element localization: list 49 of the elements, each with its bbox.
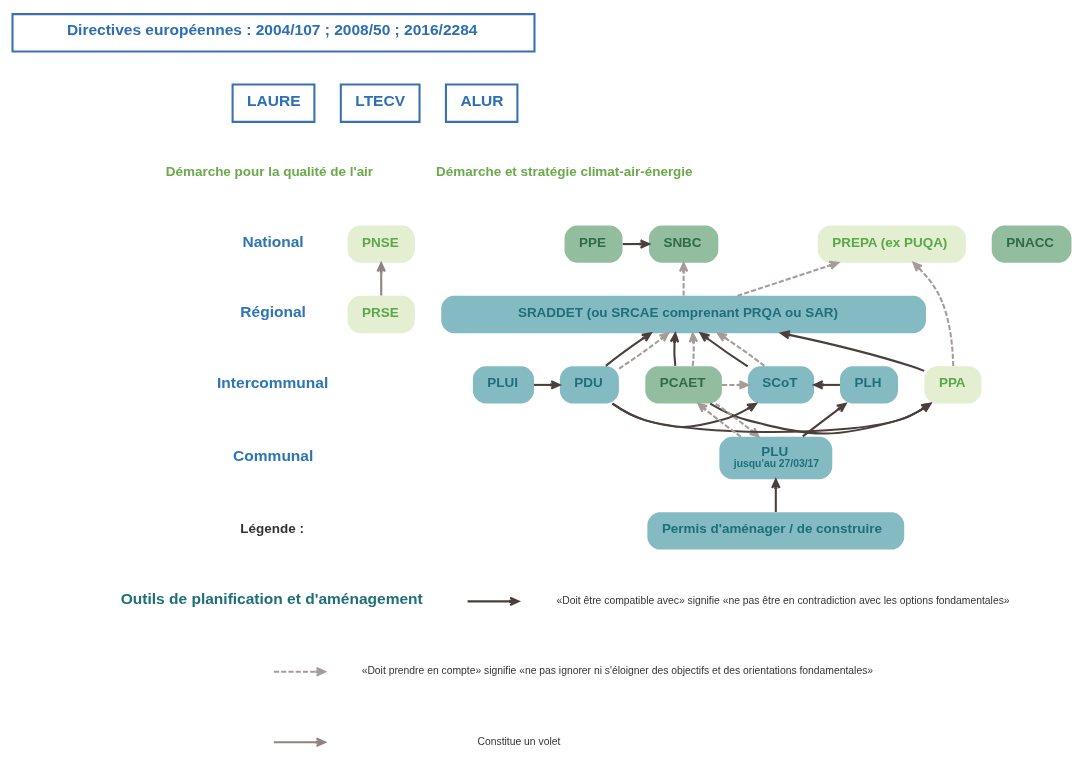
label: Intercommunal xyxy=(217,373,329,391)
node-box: SCoT xyxy=(747,366,815,404)
arrow xyxy=(611,402,932,434)
legend-label: «Doit être compatible avec» signifie «ne pas être en contradiction avec les options fondamentales» xyxy=(556,594,1010,606)
label: Outils de planification et d'aménagement xyxy=(120,589,423,607)
label: Démarche pour la qualité de l'air xyxy=(165,164,374,180)
node-box: Directives européennes : 2004/107 ; 2008/50 ; 2016/2284 xyxy=(11,13,536,53)
legend-label: «Doit prendre en compte» signifie «ne pas ignorer ni s'éloigner des objectifs et des orientations fondamentales» xyxy=(361,665,874,677)
label: National xyxy=(242,232,304,250)
node-box: LTECV xyxy=(339,83,421,123)
arrow xyxy=(717,332,766,367)
arrow xyxy=(376,262,386,296)
arrow xyxy=(697,402,742,438)
label: Légende : xyxy=(240,521,304,537)
node-box: PLUI xyxy=(472,366,534,404)
arrow xyxy=(709,402,932,435)
label: Régional xyxy=(240,303,306,321)
arrow xyxy=(605,332,652,367)
arrow xyxy=(688,332,699,367)
arrow xyxy=(737,260,840,297)
node-box: PPA xyxy=(924,366,982,404)
node-box: PDU xyxy=(559,366,619,404)
node-box: ALUR xyxy=(444,83,519,123)
node-box: SRADDET (ou SRCAE comprenant PRQA ou SAR) xyxy=(441,295,926,334)
arrow xyxy=(771,478,781,512)
label: Démarche et stratégie climat-air-énergie xyxy=(436,164,693,180)
arrow xyxy=(912,261,955,367)
node-box: PCAET xyxy=(645,366,722,404)
node-box: PLU jusqu'au 27/03/17 xyxy=(719,436,833,480)
node-box: PLH xyxy=(840,366,898,404)
node-box: PNSE xyxy=(347,225,415,263)
node-box: PPE xyxy=(564,225,623,263)
label: Communal xyxy=(233,446,314,464)
arrow xyxy=(699,332,749,368)
node-box: LAURE xyxy=(231,83,316,123)
arrow xyxy=(678,262,689,296)
arrow xyxy=(669,332,680,367)
arrow xyxy=(618,332,670,370)
node-box: SNBC xyxy=(648,225,719,263)
node-box: PREPA (ex PUQA) xyxy=(817,225,966,263)
node-box: PRSE xyxy=(347,295,415,334)
node-box: Permis d'aménager / de construire xyxy=(647,512,905,550)
arrow xyxy=(622,239,650,249)
arrow xyxy=(722,380,749,390)
node-box: PNACC xyxy=(991,225,1072,263)
legend-label: Constitue un volet xyxy=(477,735,561,747)
arrow xyxy=(611,402,757,429)
arrow xyxy=(780,330,925,372)
arrow xyxy=(802,402,847,438)
